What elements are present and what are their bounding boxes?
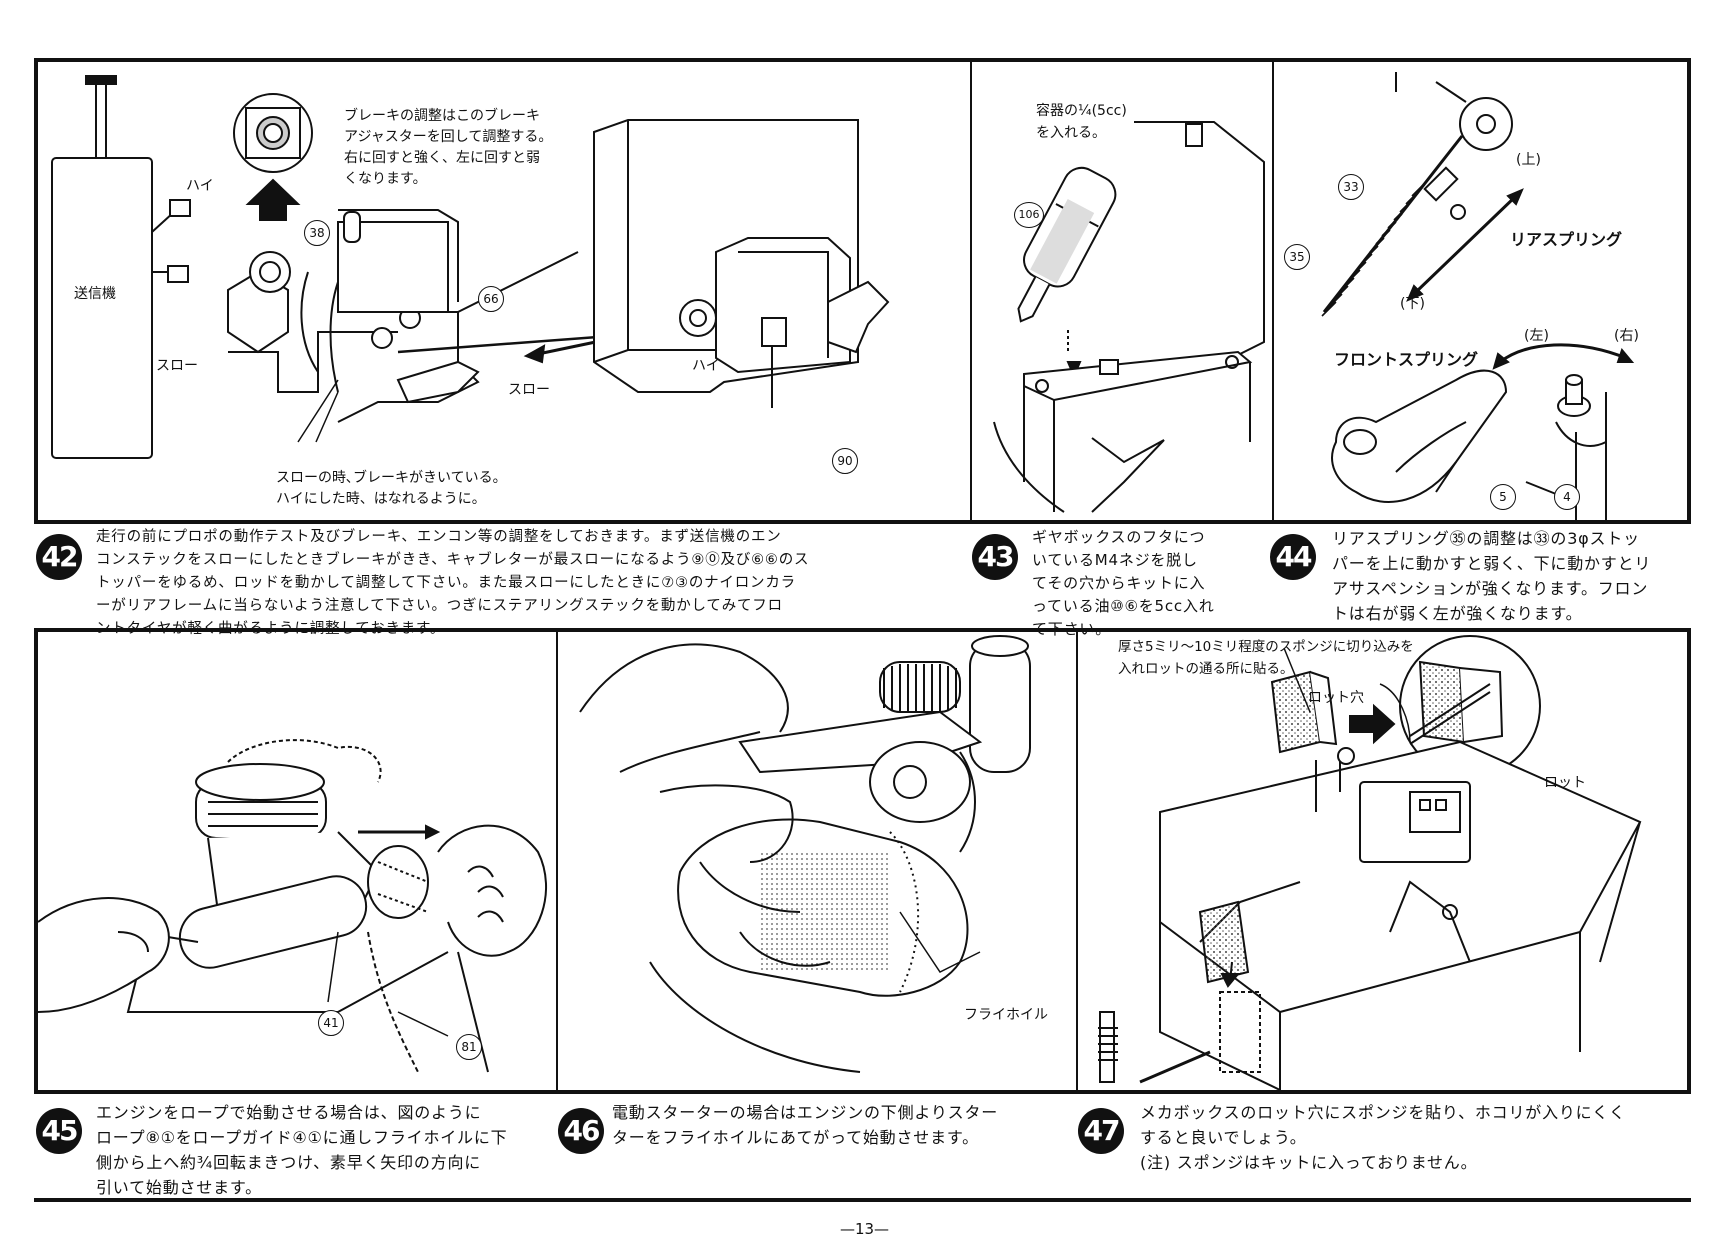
bottom-divider-2 [1076,630,1078,1092]
panel-42-illustration [38,62,968,520]
label-rear-spring: リアスプリング [1510,230,1623,249]
part-number-81: 81 [456,1034,482,1060]
step-text-42: 走行の前にプロポの動作テスト及びブレーキ、エンコン等の調整をしておきます。まず送… [96,529,810,637]
label-bottom-note: スローの時､ブレーキがきいている。 ハイにした時、はなれるように。 [276,470,507,507]
panel-44-illustration [1276,62,1686,520]
part-number-33: 33 [1338,174,1364,200]
step-badge-43: 43 [972,534,1018,580]
step-badge-45: 45 [36,1108,82,1154]
top-divider-2 [1272,60,1274,522]
part-number-106: 106 [1014,202,1044,228]
step-text-44: リアスプリング㉟の調整は㉝の3φストッ パーを上に動かすと弱く、下に動かすとリ … [1332,529,1652,623]
label-right: (右) [1614,328,1639,344]
label-sponge-note: 厚さ5ミリ～10ミリ程度のスポンジに切り込みを 入れロットの通る所に貼る。 [1118,639,1414,677]
part-number-35: 35 [1284,244,1310,270]
part-number-66: 66 [478,286,504,312]
label-up: (上) [1516,152,1541,168]
label-flywheel: フライホイル [964,1007,1048,1023]
bottom-illustration-frame [34,628,1691,1094]
label-slow-left: スロー [156,358,198,374]
step-text-47: メカボックスのロット穴にスポンジを貼り、ホコリが入りにくく すると良いでしょう。… [1140,1103,1626,1172]
transmitter-box [52,158,152,458]
footer-rule [34,1198,1691,1202]
up-arrow [248,180,298,220]
part-number-41: 41 [318,1010,344,1036]
label-left: (左) [1524,328,1549,344]
label-container-note: 容器の¼(5cc) を入れる。 [1036,103,1127,141]
label-rod: ロット [1544,775,1586,791]
label-high-rod: ハイ [692,358,720,374]
bottom-divider-1 [556,630,558,1092]
top-divider-1 [970,60,972,522]
step-text-45: エンジンをロープで始動させる場合は、図のように ロープ⑧①をロープガイド④①に通… [96,1103,508,1197]
part-number-38: 38 [304,220,330,246]
label-rod-hole: ロット穴 [1308,690,1364,706]
panel-46-illustration [560,632,1074,1090]
step-badge-44: 44 [1270,534,1316,580]
label-transmitter: 送信機 [74,286,116,302]
part-number-90: 90 [832,448,858,474]
step-badge-42: 42 [36,534,82,580]
top-illustration-frame [34,58,1691,524]
fuel-tank [174,870,373,974]
part-number-5: 5 [1490,484,1516,510]
step-badge-47: 47 [1078,1108,1124,1154]
label-front-spring: フロントスプリング [1334,350,1479,369]
step-text-43: ギヤボックスのフタにつ いているM4ネジを脱し てその穴からキットに入 っている… [1032,528,1215,638]
part-number-4: 4 [1554,484,1580,510]
label-down: (下) [1400,296,1425,312]
panel-43-illustration [974,62,1270,520]
panel-47-illustration [1080,632,1688,1090]
label-slow-rod: スロー [508,382,550,398]
panel-45-illustration [38,632,554,1090]
page-number: —13— [839,1220,890,1238]
label-high-upper: ハイ [186,178,214,194]
transmitter-antenna [96,80,106,158]
step-badge-46: 46 [558,1108,604,1154]
step-text-46: 電動スターターの場合はエンジンの下側よりスター ターをフライホイルにあてがって始… [612,1103,999,1147]
label-brake-note: ブレーキの調整はこのブレーキ アジャスターを回して調整する。 右に回すと強く、左… [344,108,553,187]
